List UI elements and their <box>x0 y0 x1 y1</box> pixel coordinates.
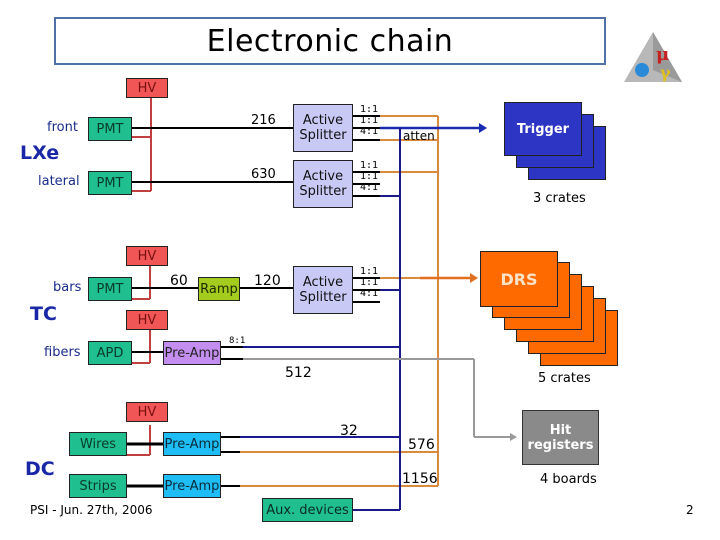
trigger-crate-1: Trigger <box>504 102 582 156</box>
hit-arrow-head <box>510 433 517 441</box>
splitter-3-ratios: 1:1 1:1 4:1 <box>360 266 378 299</box>
front-label: front <box>47 120 78 135</box>
drs-label: DRS <box>500 269 538 289</box>
pmt-front: PMT <box>88 117 132 141</box>
active-splitter-1: Active Splitter <box>293 104 353 152</box>
trigger-label: Trigger <box>516 121 570 137</box>
page-number: 2 <box>686 503 694 517</box>
hv-lines-tc <box>131 262 151 364</box>
hv-box-dc: HV <box>126 402 168 422</box>
trigger-arrow-head <box>479 123 487 133</box>
ratio: 4:1 <box>360 126 379 137</box>
hit-registers-count: 4 boards <box>540 472 597 487</box>
active-splitter-3: Active Splitter <box>293 266 353 314</box>
preamp-fibers: Pre-Amp <box>163 341 221 365</box>
tc-label: TC <box>30 303 57 325</box>
ratio: 1:1 <box>360 277 379 288</box>
ratio: 4:1 <box>360 182 379 193</box>
hv-lines-lxe <box>131 98 152 192</box>
ratio: 4:1 <box>360 288 379 299</box>
ramp-box: Ramp <box>198 277 240 301</box>
lateral-label: lateral <box>38 174 80 189</box>
pmt-lateral: PMT <box>88 171 132 195</box>
hv-label: HV <box>137 80 157 96</box>
hv-box-tc-bars: HV <box>126 246 168 266</box>
front-channel-count: 216 <box>251 113 276 128</box>
drs-arrow-head <box>470 273 478 283</box>
drs-crate-1: DRS <box>480 251 558 307</box>
meg-logo-icon: μ γ <box>622 30 684 86</box>
dc-label: DC <box>25 458 55 480</box>
apd-fibers: APD <box>88 341 132 365</box>
atten-label: atten <box>403 129 435 143</box>
fibers-label: fibers <box>44 345 81 360</box>
ramp-channel-count: 120 <box>254 273 281 289</box>
bars-label: bars <box>53 280 82 295</box>
hv-box-lxe: HV <box>126 78 168 98</box>
ratio: 1:1 <box>360 160 379 171</box>
svg-text:μ: μ <box>656 44 669 65</box>
splitter-2-ratios: 1:1 1:1 4:1 <box>360 160 378 193</box>
strips-box: Strips <box>69 474 127 498</box>
total-576: 576 <box>408 437 435 453</box>
trigger-bus-line <box>221 126 480 511</box>
fibers-channel-count: 512 <box>285 365 312 381</box>
bars-channel-count: 60 <box>170 273 188 289</box>
total-1156: 1156 <box>402 471 438 487</box>
hv-box-tc-fibers: HV <box>126 310 168 330</box>
hit-register-line <box>243 358 510 438</box>
wires-channel-count: 32 <box>340 423 358 439</box>
active-splitter-2: Active Splitter <box>293 160 353 208</box>
drs-bus-line <box>221 115 439 487</box>
svg-text:γ: γ <box>660 63 671 82</box>
drs-crates-count: 5 crates <box>538 371 591 386</box>
ratio: 1:1 <box>360 171 379 182</box>
preamp-wires: Pre-Amp <box>163 432 221 456</box>
lxe-label: LXe <box>20 142 60 164</box>
footer-date: PSI - Jun. 27th, 2006 <box>30 503 153 517</box>
lateral-channel-count: 630 <box>251 167 276 182</box>
ratio: 1:1 <box>360 266 379 277</box>
mux-ratio: 8:1 <box>229 336 246 346</box>
splitter-1-ratios: 1:1 1:1 4:1 <box>360 104 378 137</box>
hit-registers-box: Hit registers <box>522 410 599 465</box>
aux-devices-box: Aux. devices <box>262 498 353 522</box>
pmt-bars: PMT <box>88 277 132 301</box>
trigger-crates-count: 3 crates <box>533 191 586 206</box>
ratio: 1:1 <box>360 104 379 115</box>
ratio: 1:1 <box>360 115 379 126</box>
slide-title: Electronic chain <box>54 17 606 65</box>
wires-box: Wires <box>69 432 127 456</box>
preamp-strips: Pre-Amp <box>163 474 221 498</box>
hv-lines-dc <box>127 425 151 456</box>
